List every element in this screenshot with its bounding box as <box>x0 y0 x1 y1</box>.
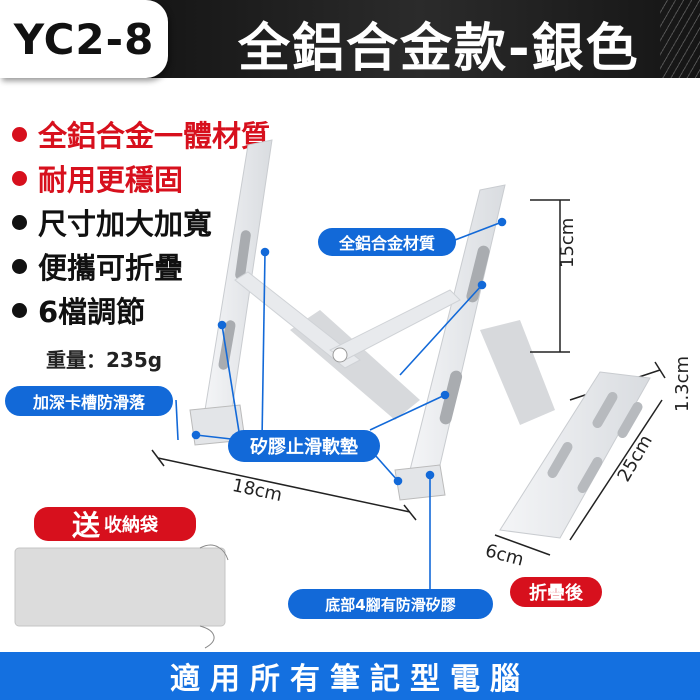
feature-list: 全鋁合金一體材質 耐用更穩固 尺寸加大加寬 便攜可折疊 6檔調節 <box>12 112 270 332</box>
bullet-icon <box>12 258 27 274</box>
weight-label: 重量：235g <box>46 348 163 372</box>
model-code: YC2-8 <box>0 0 168 78</box>
feature-label: 尺寸加大加寬 <box>38 207 213 241</box>
feature-item: 全鋁合金一體材質 <box>12 112 270 156</box>
dimension-height: 15cm <box>557 217 578 268</box>
gift-prefix: 送 <box>71 509 100 542</box>
feature-item: 耐用更穩固 <box>12 156 270 200</box>
bullet-icon <box>12 214 27 230</box>
gift-label: 收納袋 <box>104 515 158 536</box>
bullet-icon <box>12 126 27 142</box>
feature-label: 全鋁合金一體材質 <box>38 119 271 153</box>
gift-bag-badge: 送 收納袋 <box>34 507 196 542</box>
footer-banner: 適用所有筆記型電腦 <box>0 652 700 700</box>
footer-tagline: 適用所有筆記型電腦 <box>170 662 530 697</box>
bullet-icon <box>12 170 27 186</box>
header-banner: YC2-8 全鋁合金款-銀色 <box>0 0 700 79</box>
bullet-icon <box>12 302 27 318</box>
callout-aluminum-material: 全鋁合金材質 <box>318 228 456 256</box>
callout-folded: 折疊後 <box>510 577 602 607</box>
feature-label: 耐用更穩固 <box>38 163 184 197</box>
callout-silicone-pad: 矽膠止滑軟墊 <box>228 430 380 462</box>
page-title: 全鋁合金款-銀色 <box>238 19 640 79</box>
callout-bottom-feet: 底部4腳有防滑矽膠 <box>288 589 493 619</box>
feature-label: 便攜可折疊 <box>38 251 184 285</box>
feature-label: 6檔調節 <box>38 295 146 329</box>
feature-item: 便攜可折疊 <box>12 244 270 288</box>
callout-deep-slot: 加深卡槽防滑落 <box>5 386 173 416</box>
feature-item: 6檔調節 <box>12 288 270 332</box>
feature-item: 尺寸加大加寬 <box>12 200 270 244</box>
dimension-folded-thickness: 1.3cm <box>672 355 693 412</box>
